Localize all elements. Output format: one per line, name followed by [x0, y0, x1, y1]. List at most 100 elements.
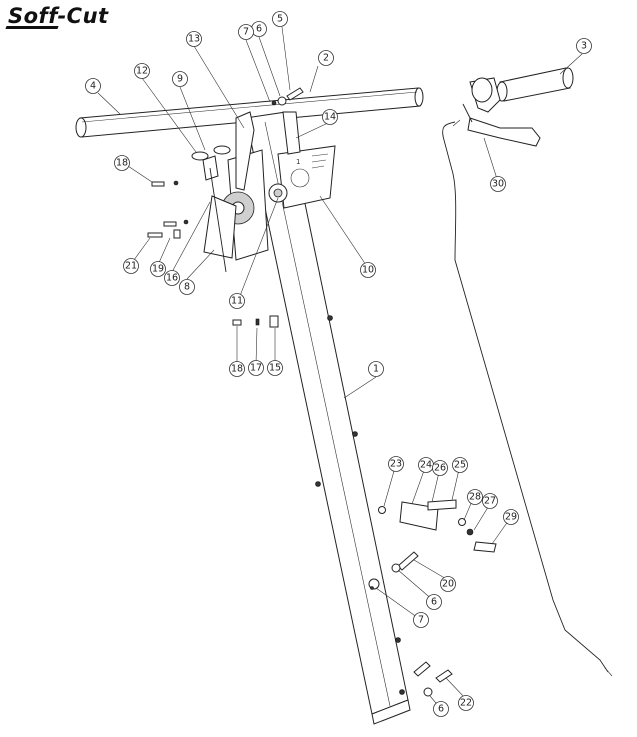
callout-balloon: [229, 293, 245, 309]
callout-number: 15: [269, 363, 281, 374]
callout-balloon: [123, 258, 139, 274]
callout-number: 9: [177, 74, 183, 85]
brand-name: Soff-Cut: [8, 4, 109, 28]
callout-8: 8: [179, 279, 195, 295]
callout-number: 17: [250, 363, 262, 374]
callout-number: 16: [166, 273, 178, 284]
brand-logo: Soff-Cut: [5, 4, 109, 29]
callout-number: 27: [484, 496, 496, 507]
callout-balloon: [238, 24, 254, 40]
callout-balloon: [426, 594, 442, 610]
callout-number: 6: [438, 704, 444, 715]
callout-number: 30: [492, 179, 504, 190]
callout-18: 18: [114, 155, 130, 171]
callout-number: 3: [581, 41, 587, 52]
callout-18: 18: [229, 361, 245, 377]
callout-balloon: [267, 360, 283, 376]
callout-balloon: [172, 71, 188, 87]
callout-6: 6: [251, 21, 267, 37]
callout-balloon: [503, 509, 519, 525]
callout-balloon: [413, 612, 429, 628]
callout-balloon: [134, 63, 150, 79]
callout-balloon: [164, 270, 180, 286]
callout-balloon: [388, 456, 404, 472]
callout-13: 13: [186, 31, 202, 47]
callout-number: 6: [256, 24, 262, 35]
control-plate: 1: [277, 145, 336, 209]
callout-30: 30: [490, 176, 506, 192]
callout-10: 10: [360, 262, 376, 278]
callout-balloon: [490, 176, 506, 192]
control-knob: [268, 183, 288, 203]
callout-14: 14: [322, 109, 338, 125]
callout-number: 20: [442, 579, 454, 590]
callout-balloon: [322, 109, 338, 125]
callout-balloon: [272, 11, 288, 27]
callout-28: 28: [467, 489, 483, 505]
callout-15: 15: [267, 360, 283, 376]
callout-balloon: [229, 361, 245, 377]
callout-balloon: [452, 457, 468, 473]
callout-number: 23: [390, 459, 402, 470]
callout-25: 25: [452, 457, 468, 473]
callout-number: 2: [323, 53, 329, 64]
callout-number: 12: [136, 66, 148, 77]
callout-11: 11: [229, 293, 245, 309]
main-tube: [245, 111, 411, 725]
callout-number: 7: [418, 615, 424, 626]
throttle-cable: [442, 121, 609, 673]
callout-number: 4: [90, 81, 96, 92]
logo-swash: [5, 26, 59, 29]
callout-balloon: [440, 576, 456, 592]
callout-27: 27: [482, 493, 498, 509]
callout-24: 24: [418, 457, 434, 473]
callout-5: 5: [272, 11, 288, 27]
callout-number: 22: [460, 698, 472, 709]
callout-16: 16: [164, 270, 180, 286]
callout-9: 9: [172, 71, 188, 87]
callout-21: 21: [123, 258, 139, 274]
callout-number: 13: [188, 34, 200, 45]
callout-balloon: [150, 261, 166, 277]
callout-number: 1: [373, 364, 379, 375]
callout-number: 8: [184, 282, 190, 293]
callout-2: 2: [318, 50, 334, 66]
callout-balloon: [85, 78, 101, 94]
hand-grip: [496, 67, 574, 102]
callout-3: 3: [576, 38, 592, 54]
callout-balloon: [467, 489, 483, 505]
callout-balloon: [432, 460, 448, 476]
callout-20: 20: [440, 576, 456, 592]
small-hardware-left: [147, 180, 279, 328]
callout-number: 18: [231, 364, 243, 375]
callout-number: 21: [125, 261, 137, 272]
callout-7: 7: [238, 24, 254, 40]
callout-balloon: [248, 360, 264, 376]
callout-number: 7: [243, 27, 249, 38]
callout-4: 4: [85, 78, 101, 94]
callout-23: 23: [388, 456, 404, 472]
callout-1: 1: [368, 361, 384, 377]
callout-number: 26: [434, 463, 446, 474]
callout-17: 17: [248, 360, 264, 376]
callout-6: 6: [426, 594, 442, 610]
callout-balloon: [114, 155, 130, 171]
svg-text:1: 1: [296, 158, 300, 166]
callout-12: 12: [134, 63, 150, 79]
callout-number: 28: [469, 492, 481, 503]
callout-number: 24: [420, 460, 432, 471]
callout-number: 19: [152, 264, 164, 275]
callout-number: 29: [505, 512, 517, 523]
callout-number: 11: [231, 296, 243, 307]
callout-balloon: [368, 361, 384, 377]
callout-balloon: [360, 262, 376, 278]
callout-number: 5: [277, 14, 283, 25]
callout-number: 6: [431, 597, 437, 608]
callout-balloon: [186, 31, 202, 47]
callout-balloon: [433, 701, 449, 717]
callout-22: 22: [458, 695, 474, 711]
top-bracket-hardware: [271, 87, 304, 155]
